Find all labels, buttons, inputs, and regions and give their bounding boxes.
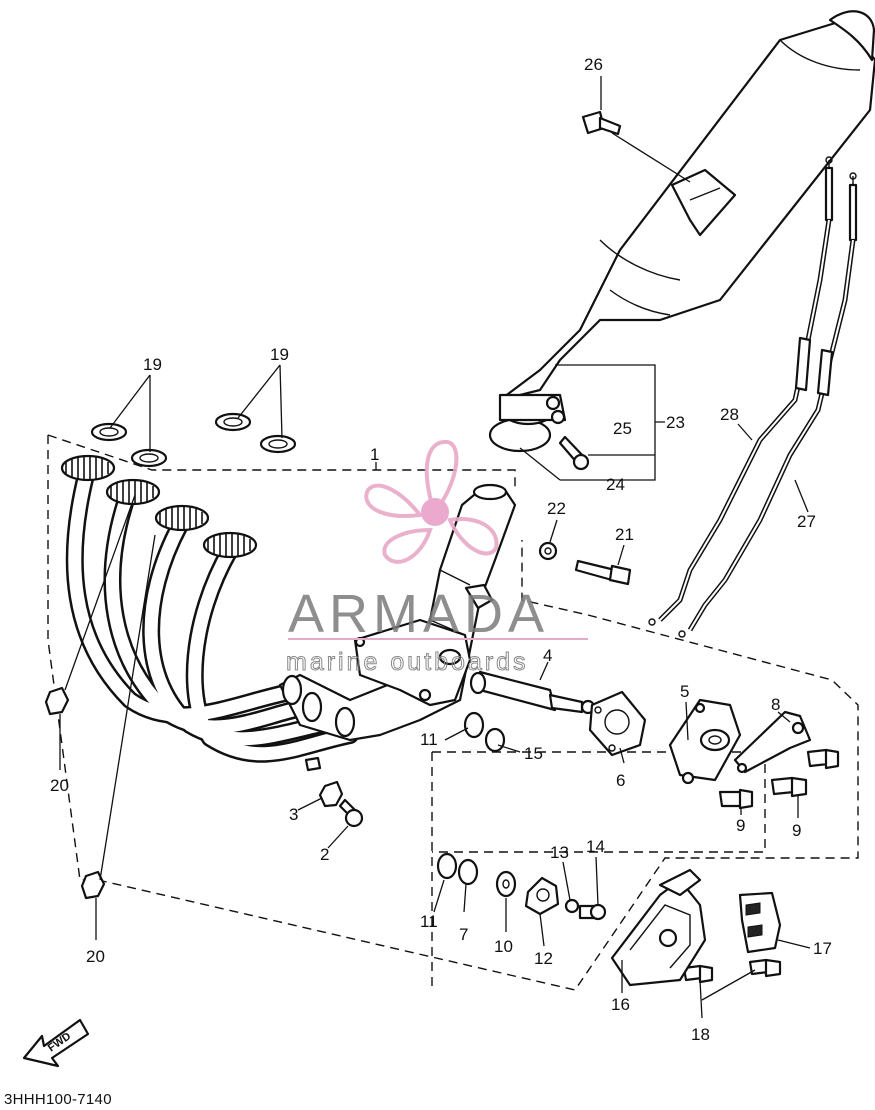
callout-25: 25 [613,419,632,438]
exhaust-header-pipes [65,466,359,763]
leader-lines [59,76,811,1019]
callout-19b: 19 [270,345,289,364]
callout-16: 16 [611,995,630,1014]
watermark-brand: ARMADA [288,584,549,644]
callout-7: 7 [459,925,468,944]
callout-8: 8 [771,695,780,714]
callout-2: 2 [320,845,329,864]
callout-21: 21 [615,525,634,544]
callout-20a: 20 [50,776,69,795]
callout-1: 1 [370,445,379,464]
bolts-and-nuts [44,110,840,984]
callout-27: 27 [797,512,816,531]
forward-arrow-icon: FWD [22,1018,90,1068]
callout-14: 14 [586,837,605,856]
callout-9b: 9 [792,821,801,840]
callout-18: 18 [691,1025,710,1044]
callout-17: 17 [813,939,832,958]
callout-11a: 11 [420,730,438,749]
callout-28: 28 [720,405,739,424]
propeller-logo-icon [364,439,499,564]
collector-assembly [278,483,517,742]
callout-12: 12 [534,949,553,968]
callout-15: 15 [524,744,543,763]
callout-26: 26 [584,55,603,74]
callout-24: 24 [606,475,625,494]
callout-4: 4 [543,646,552,665]
callout-6: 6 [616,771,625,790]
diagram-code: 3HHH100-7140 [4,1091,112,1108]
callout-20b: 20 [86,947,105,966]
callout-labels: 1 2 3 4 5 6 7 8 9 9 10 11 11 12 13 14 15… [50,55,832,1044]
watermark-tagline: marine outboards [286,648,529,676]
callout-13: 13 [550,843,569,862]
muffler [488,10,875,453]
callout-10: 10 [494,937,513,956]
callout-22: 22 [547,499,566,518]
callout-9a: 9 [736,816,745,835]
throttle-cables [648,156,858,638]
header-flanges [60,454,258,559]
armada-watermark: ARMADA marine outboards [286,439,588,677]
gaskets [90,412,297,468]
callout-5: 5 [680,682,689,701]
callout-23: 23 [666,413,685,432]
callout-3: 3 [289,805,298,824]
callout-11b: 11 [420,912,438,931]
callout-19a: 19 [143,355,162,374]
assembly-boundaries [47,434,859,991]
